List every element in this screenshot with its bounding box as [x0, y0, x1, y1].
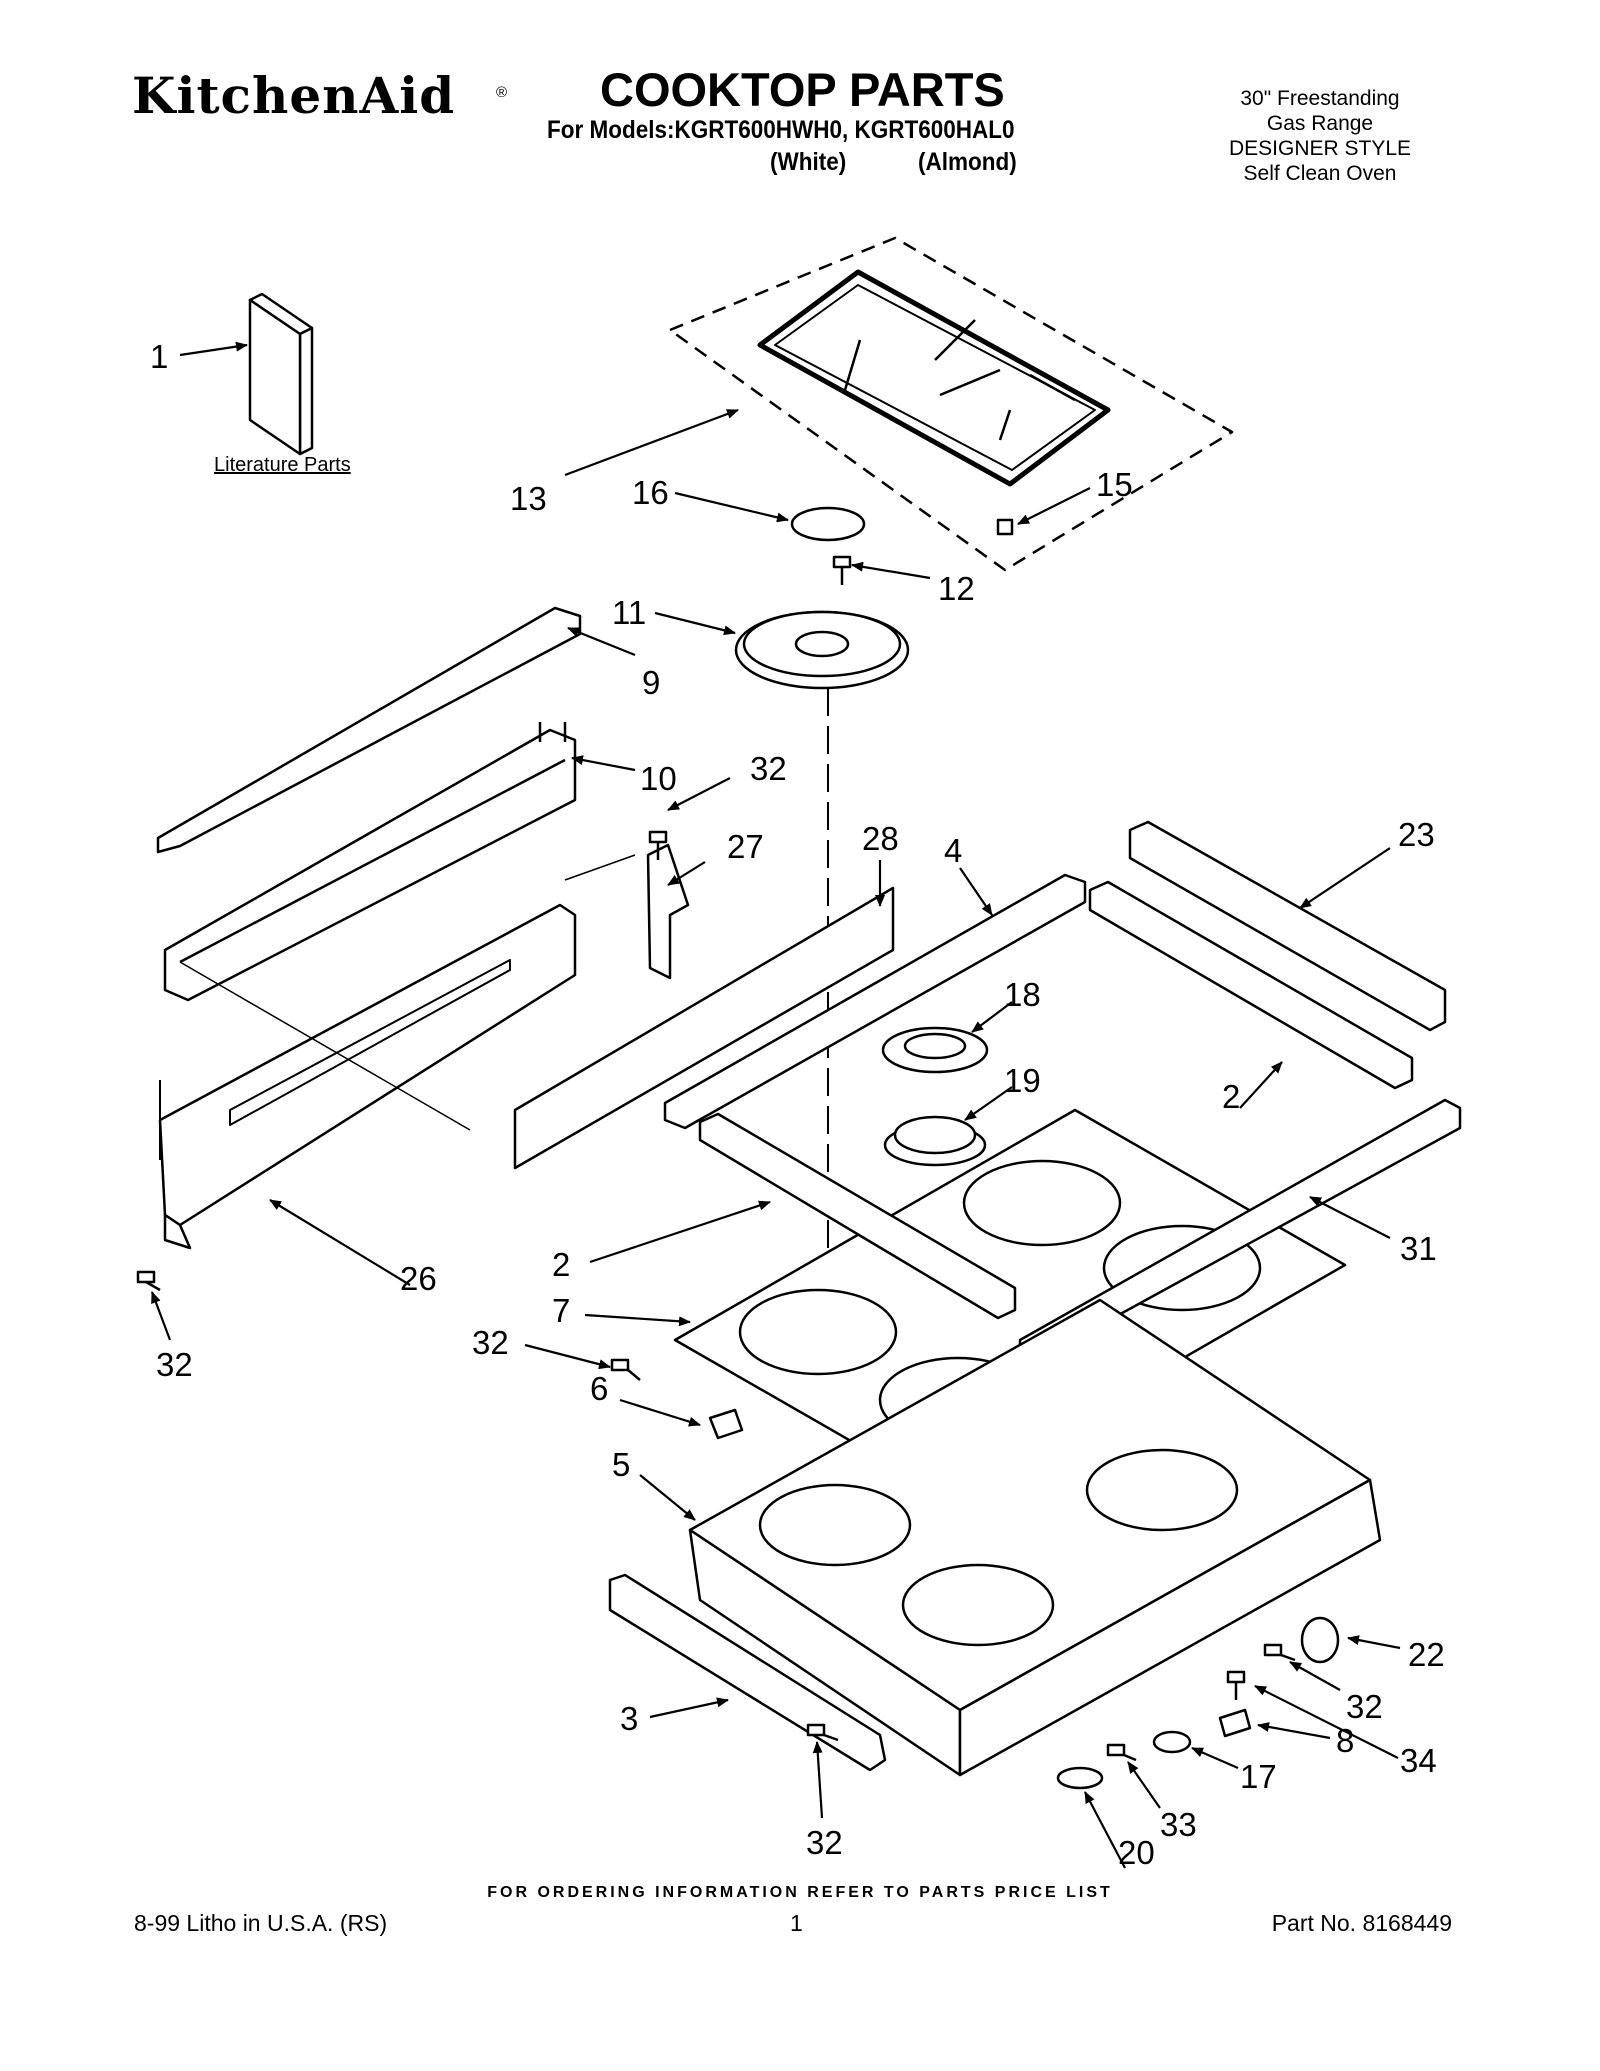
callout-32-left: 32 [156, 1346, 193, 1383]
callout-17: 17 [1240, 1758, 1277, 1795]
screw-12 [832, 555, 852, 585]
page-number: 1 [790, 1910, 803, 1936]
callout-19: 19 [1004, 1062, 1041, 1099]
trim-2-lower [698, 1112, 1017, 1320]
leader-arrows [150, 341, 1401, 1869]
hardware-parts [136, 830, 1340, 1790]
burner-head [881, 1026, 989, 1074]
callout-7: 7 [552, 1292, 571, 1329]
callout-27: 27 [727, 828, 764, 865]
part-number: Part No. 8168449 [1271, 1910, 1452, 1936]
trim-2-upper [1088, 880, 1414, 1090]
callout-11: 11 [612, 594, 647, 631]
trim-23 [1128, 820, 1447, 1032]
product-line-4: Self Clean Oven [1243, 162, 1397, 185]
ref-line-10 [179, 961, 471, 1131]
callout-16: 16 [632, 474, 669, 511]
product-line-2: Gas Range [1266, 112, 1374, 135]
callout-34: 34 [1400, 1742, 1437, 1779]
callout-2-left: 2 [552, 1246, 571, 1283]
burner-base [883, 1115, 987, 1167]
callout-23: 23 [1398, 816, 1435, 853]
literature-parts-label: Literature Parts [214, 454, 351, 476]
callout-22: 22 [1408, 1636, 1445, 1673]
callout-13: 13 [510, 480, 547, 517]
litho-text: 8-99 Litho in U.S.A. (RS) [134, 1910, 388, 1936]
insulation-28 [513, 886, 895, 1170]
product-line-1: 30" Freestanding [1240, 87, 1400, 110]
burner-base-plate [734, 610, 910, 690]
callout-10: 10 [640, 760, 677, 797]
callout-32-top: 32 [750, 750, 787, 787]
page-title: COOKTOP PARTS [600, 63, 1005, 116]
burner-grate [668, 236, 1234, 572]
registered-mark: ® [496, 84, 508, 101]
cooktop-frame [688, 1298, 1382, 1777]
callout-26: 26 [400, 1260, 437, 1297]
callout-4: 4 [944, 832, 963, 869]
callout-31: 31 [1400, 1230, 1437, 1267]
callout-1: 1 [150, 338, 169, 375]
literature-booklet [248, 292, 314, 456]
callout-20: 20 [1118, 1834, 1155, 1871]
callout-8: 8 [1336, 1722, 1355, 1759]
model-color-almond: (Almond) [918, 148, 1017, 176]
callout-33: 33 [1160, 1806, 1197, 1843]
panel-26 [158, 903, 577, 1250]
callout-3: 3 [620, 1700, 639, 1737]
ref-line-27 [564, 854, 636, 881]
product-description: 30" Freestanding Gas Range DESIGNER STYL… [1190, 86, 1450, 186]
callout-32-mid: 32 [472, 1324, 509, 1361]
model-color-white: (White) [770, 148, 847, 176]
product-line-3: DESIGNER STYLE [1228, 137, 1412, 160]
callout-32-bottom: 32 [806, 1824, 843, 1861]
burner-cap [790, 506, 866, 542]
callout-18: 18 [1004, 976, 1041, 1013]
callout-32-right: 32 [1346, 1688, 1383, 1725]
callout-5: 5 [612, 1446, 631, 1483]
trim-4 [663, 873, 1087, 1130]
ordering-info: FOR ORDERING INFORMATION REFER TO PARTS … [487, 1884, 1113, 1901]
callout-6: 6 [590, 1370, 609, 1407]
bracket-27 [646, 843, 690, 980]
models-line: For Models:KGRT600HWH0, KGRT600HAL0 [547, 116, 1015, 144]
callout-15: 15 [1096, 466, 1133, 503]
callout-28: 28 [862, 820, 899, 857]
callout-9: 9 [642, 664, 661, 701]
control-bracket [163, 722, 577, 1002]
callout-12: 12 [938, 570, 975, 607]
callout-2-right: 2 [1222, 1078, 1241, 1115]
trim-3 [608, 1573, 887, 1772]
brand-logo: KitchenAid [132, 66, 456, 125]
